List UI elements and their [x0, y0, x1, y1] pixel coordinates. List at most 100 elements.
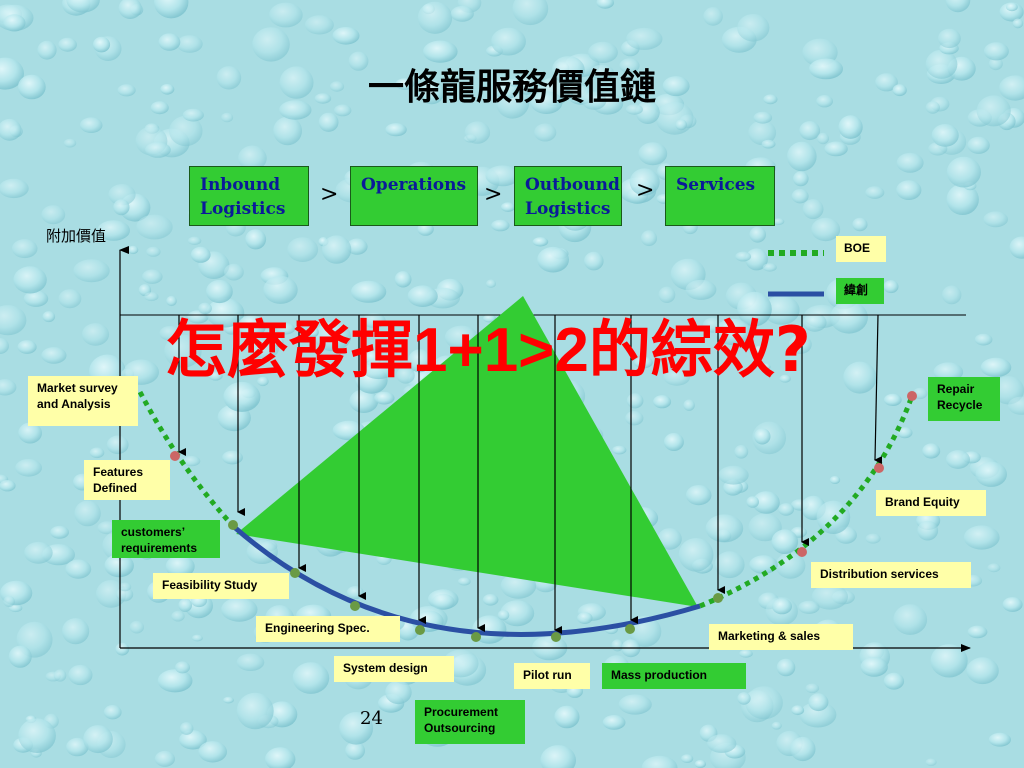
water-droplet — [385, 123, 407, 137]
water-droplet — [97, 220, 130, 241]
water-droplet — [588, 41, 618, 64]
water-droplet — [236, 653, 265, 671]
water-droplet — [917, 520, 939, 541]
water-droplet — [685, 485, 712, 506]
page-number: 24 — [360, 708, 383, 729]
water-droplet — [74, 500, 101, 527]
stage-line1: Inbound — [200, 175, 281, 195]
water-droplet — [1012, 18, 1024, 29]
water-droplet — [507, 79, 520, 87]
water-droplet — [0, 379, 17, 396]
water-droplet — [169, 115, 203, 147]
water-droplet — [753, 111, 773, 124]
water-droplet — [66, 0, 100, 13]
label-market-survey: Market survey and Analysis — [28, 376, 138, 426]
water-droplet — [860, 657, 888, 677]
water-droplet — [58, 37, 77, 52]
stage-inbound-logistics: Inbound Logistics — [189, 166, 309, 226]
water-droplet — [554, 705, 580, 729]
water-droplet — [142, 269, 163, 284]
water-droplet — [158, 33, 181, 51]
water-droplet — [83, 725, 113, 754]
water-droplet — [754, 428, 771, 445]
water-droplet — [852, 217, 868, 232]
water-droplet — [223, 696, 234, 704]
water-droplet — [236, 692, 274, 730]
water-droplet — [975, 461, 1007, 487]
water-droplet — [224, 263, 244, 281]
water-droplet — [41, 205, 66, 225]
water-droplet — [407, 285, 438, 308]
water-droplet — [772, 598, 792, 615]
water-droplet — [811, 217, 841, 242]
water-droplet — [117, 84, 136, 97]
water-droplet — [737, 692, 751, 705]
water-droplet — [245, 229, 267, 250]
water-droplet — [216, 66, 242, 90]
label-line: and Analysis — [37, 397, 111, 411]
water-droplet — [976, 95, 1011, 127]
water-droplet — [945, 0, 971, 13]
water-droplet — [933, 362, 964, 382]
label-line: Procurement — [424, 705, 499, 719]
water-droplet — [925, 49, 958, 79]
water-droplet — [942, 285, 962, 305]
water-droplet — [127, 245, 139, 255]
water-droplet — [925, 101, 940, 114]
water-droplet — [18, 718, 56, 753]
water-droplet — [73, 259, 110, 283]
water-droplet — [875, 73, 898, 92]
water-droplet — [817, 132, 829, 145]
water-droplet — [590, 64, 614, 80]
water-droplet — [265, 747, 296, 768]
water-droplet — [292, 662, 330, 694]
water-droplet — [763, 94, 778, 105]
water-droplet — [763, 295, 800, 325]
water-droplet — [987, 563, 1001, 573]
water-droplet — [737, 13, 770, 42]
water-droplet — [15, 459, 42, 477]
stage-outbound-logistics: Outbound Logistics — [514, 166, 622, 226]
water-droplet — [385, 680, 412, 705]
water-droplet — [718, 465, 749, 485]
water-droplet — [394, 271, 412, 288]
water-droplet — [714, 551, 745, 579]
boe-curve-right — [699, 395, 915, 609]
water-droplet — [187, 236, 202, 245]
water-droplet — [843, 361, 877, 394]
water-droplet — [517, 76, 537, 95]
water-droplet — [395, 78, 415, 90]
label-line: Recycle — [937, 398, 983, 412]
water-droplet — [179, 730, 207, 750]
water-droplet — [106, 435, 129, 455]
water-droplet — [362, 313, 386, 329]
water-droplet — [146, 246, 161, 257]
water-droplet — [663, 433, 684, 451]
boe-curve-left — [137, 390, 235, 528]
water-droplet — [694, 760, 707, 768]
water-droplet — [314, 93, 332, 104]
water-droplet — [206, 298, 245, 328]
page-title: 一條龍服務價值鏈 — [367, 66, 656, 108]
label-features-defined: Features Defined — [84, 460, 170, 500]
water-droplet — [790, 736, 816, 762]
water-droplet — [629, 168, 660, 196]
label-procurement-outsourcing: Procurement Outsourcing — [415, 700, 525, 744]
water-droplet — [771, 721, 782, 730]
water-droplet — [350, 280, 387, 303]
label-line: customers’ — [121, 525, 186, 539]
water-droplet — [306, 326, 319, 338]
water-droplet — [491, 219, 510, 232]
water-droplet — [50, 525, 69, 539]
water-droplet — [486, 279, 496, 288]
water-droplet — [653, 395, 672, 409]
water-droplet — [0, 57, 24, 90]
water-droplet — [830, 301, 868, 334]
water-droplet — [0, 480, 16, 492]
label-feasibility-study: Feasibility Study — [153, 573, 289, 599]
water-droplet — [618, 694, 652, 715]
y-axis-label: 附加價值 — [46, 227, 107, 245]
water-droplet — [41, 347, 67, 364]
water-droplet — [92, 36, 111, 53]
water-droplet — [938, 28, 961, 49]
